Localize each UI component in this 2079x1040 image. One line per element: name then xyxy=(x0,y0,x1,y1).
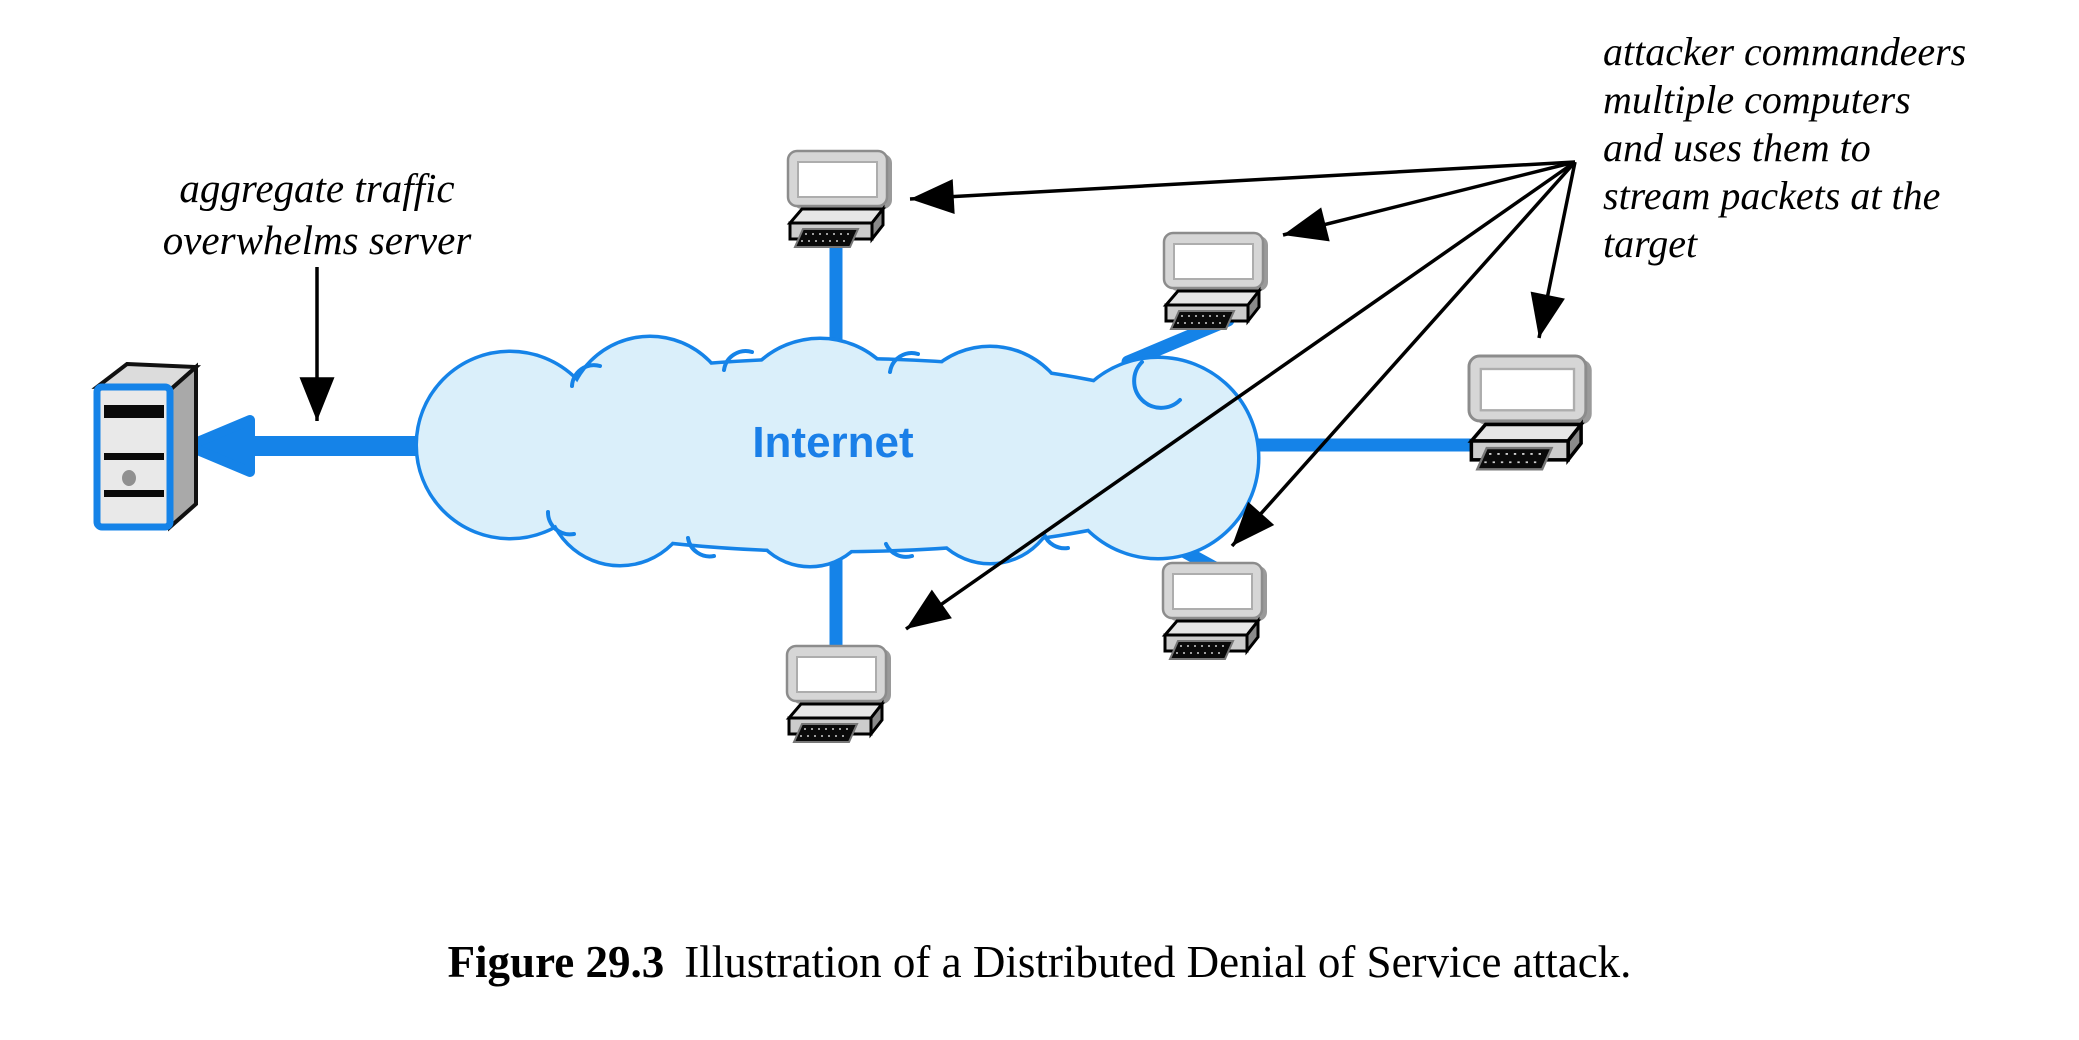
computer-icon-bottom xyxy=(785,644,893,744)
figure-caption-number: Figure 29.3 xyxy=(447,937,665,987)
figure-caption-text: Illustration of a Distributed Denial of … xyxy=(684,937,1632,987)
attack-arrow-right-computer xyxy=(1530,161,1577,339)
figure-caption: Figure 29.3 Illustration of a Distributed… xyxy=(0,936,2079,988)
computer-icon-lower-middle xyxy=(1161,561,1269,661)
attack-arrow-upper-right-computer xyxy=(1282,160,1576,242)
internet-label: Internet xyxy=(752,418,914,467)
internet-cloud xyxy=(414,334,1261,569)
computer-icon-top xyxy=(786,149,894,249)
computer-icon-right xyxy=(1467,354,1594,472)
attack-arrow-lower-middle-computer xyxy=(1230,160,1577,548)
attack-arrow-top-computer xyxy=(909,160,1576,215)
attacker-annotation: attacker commandeers multiple computers … xyxy=(1603,29,1967,266)
cloud-curls xyxy=(545,349,1182,559)
computer-icon-upper-right xyxy=(1162,231,1270,331)
attack-arrow-bottom-computer xyxy=(904,160,1577,631)
attack-arrows xyxy=(299,160,1577,631)
server-tower-icon xyxy=(91,361,202,532)
server-annotation: aggregate traffic overwhelms server xyxy=(162,165,472,263)
aggregate-traffic-arrow xyxy=(183,415,418,477)
